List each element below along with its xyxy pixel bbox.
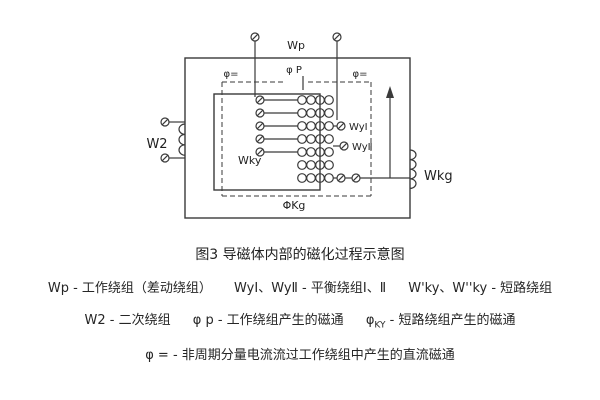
magnetization-diagram: Wp φ P φ= φ= W2 Wky WyⅠ WyⅡ Wkg ΦKg xyxy=(146,32,453,219)
legend-item-wp: Wp - 工作绕组（差动绕组） xyxy=(47,281,212,296)
coil-turn-row xyxy=(297,160,334,170)
label-phi-dc-right: φ= xyxy=(353,69,368,80)
terminal-symbol xyxy=(336,121,346,131)
terminal-symbol xyxy=(336,173,346,183)
wy-terminals xyxy=(333,121,349,151)
legend-line-2: W2 - 二次绕组 φ p - 工作绕组产生的磁通 φKY - 短路绕组产生的磁… xyxy=(0,309,600,331)
phi-ky-pre: φ xyxy=(365,313,375,328)
w2-coil xyxy=(160,117,186,163)
flux-up-arrow xyxy=(386,86,394,178)
wkg-coil-turns xyxy=(409,149,417,189)
label-wy2: WyⅡ xyxy=(352,142,373,153)
label-wp: Wp xyxy=(287,39,305,52)
wkg-terminals xyxy=(333,173,410,183)
coil-turn-row xyxy=(297,95,334,105)
terminal-symbol xyxy=(160,153,170,163)
label-w2: W2 xyxy=(146,137,167,152)
coil-turn-row xyxy=(297,121,334,131)
label-phi-p: φ P xyxy=(286,65,302,76)
core-outline xyxy=(184,57,411,219)
legend-item-phi-ky: φKY - 短路绕组产生的磁通 xyxy=(365,313,516,331)
terminal-symbol xyxy=(339,141,349,151)
terminal-symbol xyxy=(250,32,260,42)
legend-item-wky: W'ky、W''ky - 短路绕组 xyxy=(408,281,553,296)
terminal-symbol xyxy=(255,121,265,131)
terminal-symbol xyxy=(255,134,265,144)
legend-item-w2: W2 - 二次绕组 xyxy=(84,313,171,328)
label-wkg: Wkg xyxy=(424,169,453,184)
coil-turn-row xyxy=(297,108,334,118)
winding-terminals-left xyxy=(255,95,298,157)
arrow-head xyxy=(386,86,394,98)
terminal-symbol xyxy=(255,108,265,118)
dc-flux-dashed-path xyxy=(221,81,372,197)
legend-line-3: φ = - 非周期分量电流流过工作绕组中产生的直流磁通 xyxy=(0,344,600,363)
terminal-symbol xyxy=(255,95,265,105)
core-outer-rect xyxy=(184,57,411,219)
figure-caption: 图3 导磁体内部的磁化过程示意图 xyxy=(195,247,405,263)
phi-ky-sub: KY xyxy=(374,320,386,331)
w2-coil-turns xyxy=(178,123,186,156)
central-winding-column xyxy=(297,95,334,183)
terminal-symbol xyxy=(351,173,361,183)
wkg-coil xyxy=(409,149,417,189)
wp-leads xyxy=(250,32,342,120)
label-phi-dc-left: φ= xyxy=(224,69,239,80)
core-window-rect xyxy=(213,93,321,191)
legend-line-1: Wp - 工作绕组（差动绕组） WyⅠ、WyⅡ - 平衡绕组Ⅰ、Ⅱ W'ky、W… xyxy=(0,277,600,296)
label-wy1: WyⅠ xyxy=(349,122,368,133)
coil-turn-row xyxy=(297,173,334,183)
coil-turn-row xyxy=(297,147,334,157)
label-wky: Wky xyxy=(238,154,262,167)
terminal-symbol xyxy=(332,32,342,42)
terminal-symbol xyxy=(160,117,170,127)
coil-turn-row xyxy=(297,134,334,144)
legend-item-wy: WyⅠ、WyⅡ - 平衡绕组Ⅰ、Ⅱ xyxy=(234,281,387,296)
legend-item-phi-dc: φ = - 非周期分量电流流过工作绕组中产生的直流磁通 xyxy=(145,347,455,363)
phi-ky-post: - 短路绕组产生的磁通 xyxy=(385,313,516,328)
legend-item-phi-p: φ p - 工作绕组产生的磁通 xyxy=(192,313,344,328)
label-phi-kg: ΦKg xyxy=(283,199,306,212)
